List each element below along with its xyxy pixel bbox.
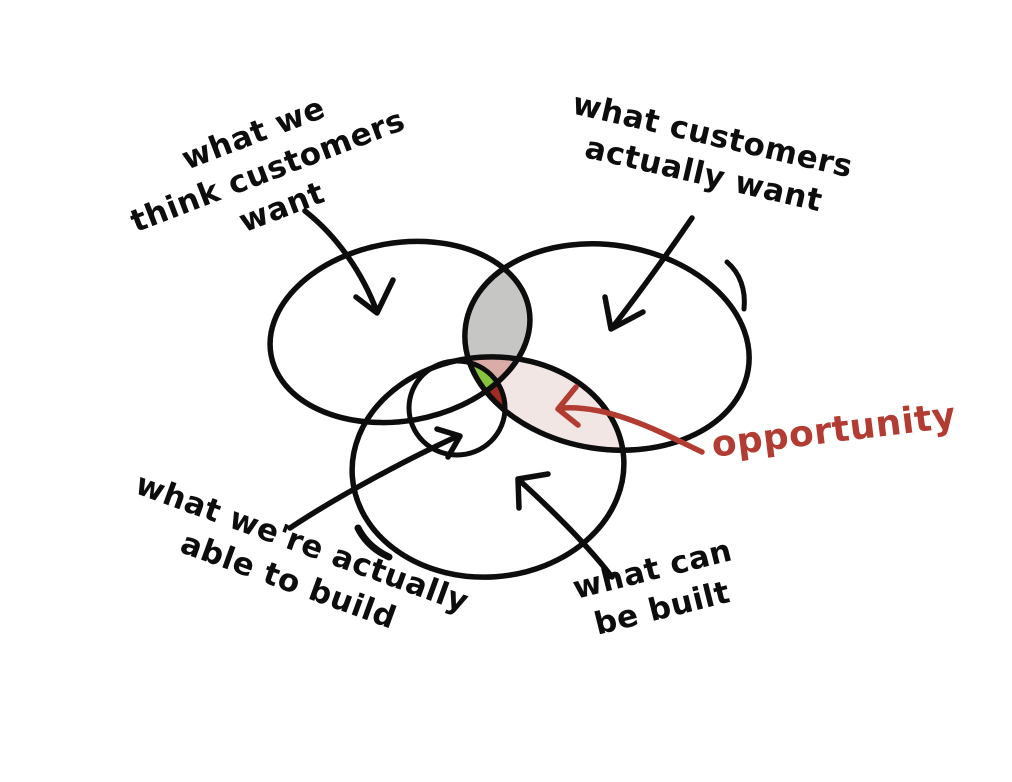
arrow-to-what-can-be-built xyxy=(515,471,615,580)
arrow-to-able-to-build-circle xyxy=(287,426,463,531)
arrow-to-think-customers-want xyxy=(302,208,396,316)
arrow-shaft xyxy=(559,405,705,455)
arrowhead xyxy=(353,277,396,316)
arrow-to-customers-actually-want xyxy=(602,215,695,332)
circle-customers-actually-want xyxy=(462,241,752,453)
arrowhead xyxy=(434,426,463,460)
arrowhead xyxy=(555,384,581,428)
arrow-shaft xyxy=(287,433,461,531)
arrow-shaft xyxy=(609,215,695,331)
circle-what-can-be-built xyxy=(349,354,627,580)
circle-think-customers-want xyxy=(267,238,533,426)
circle-able-to-build xyxy=(406,358,508,458)
arrow-opportunity xyxy=(555,384,705,455)
arrow-shaft xyxy=(302,208,380,315)
arrow-shaft xyxy=(516,477,615,580)
arrowhead xyxy=(602,294,646,332)
pen-overlap-strokes xyxy=(354,259,747,561)
arrowhead xyxy=(515,471,551,511)
